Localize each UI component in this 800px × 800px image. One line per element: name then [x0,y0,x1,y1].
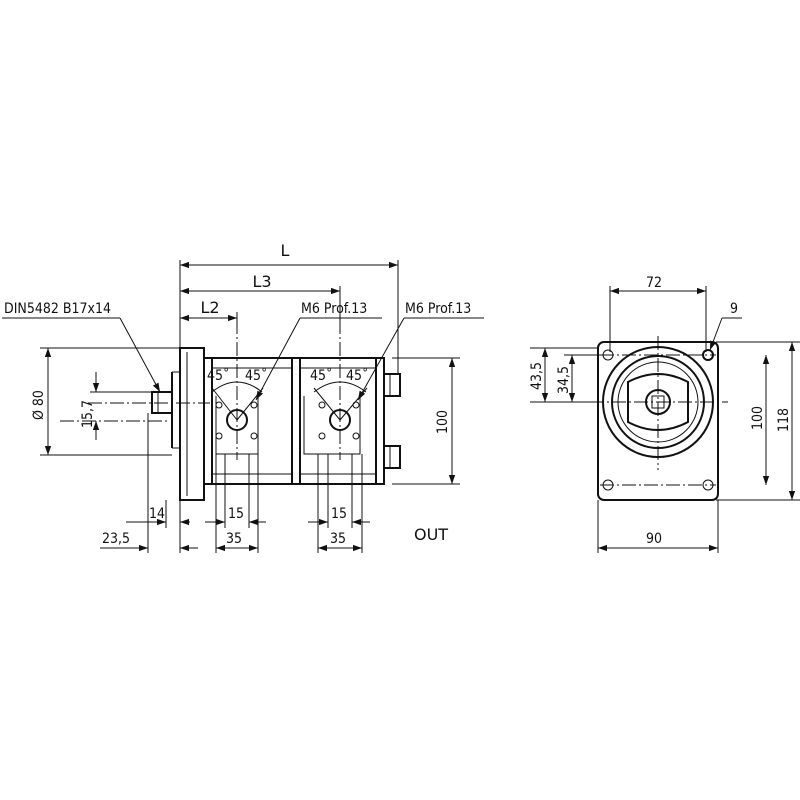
port-outer-left: 35 [226,531,242,547]
port-inner-right: 15 [331,506,347,522]
outlet-label: OUT [414,525,448,544]
angle-label-4: 45˚ [346,367,368,384]
bolt-spacing-top: 72 [646,275,662,291]
pump-body [204,357,385,485]
body-height: 100 [435,410,451,434]
shaft-offset: 15,7 [80,400,96,428]
flange-width: 90 [646,531,662,547]
angle-label-2: 45˚ [245,367,267,384]
shaft-spec: DIN5482 B17x14 [4,301,111,317]
angle-label-3: 45˚ [310,367,332,384]
inlet-port-left [211,320,264,460]
thread-note-right: M6 Prof.13 [405,301,471,317]
rear-bolt-bottom [383,445,401,469]
dim-L2: L2 [200,298,219,317]
dim-L: L [281,241,290,260]
port-inner-left: 15 [228,506,244,522]
dim-L3: L3 [252,272,271,291]
rear-bolt-top [383,373,401,397]
thread-note-left: M6 Prof.13 [301,301,367,317]
flange-offset: 23,5 [102,531,130,547]
shaft-length: 14 [149,506,165,522]
offset-a: 43,5 [529,362,545,390]
mounting-flange [179,347,205,501]
front-view: 72 9 43,5 34,5 100 118 90 [529,275,800,553]
flange-height: 118 [776,408,792,432]
side-view: L L3 L2 M6 Prof.13 M6 Prof.13 DIN5482 B1… [2,241,484,553]
bolt-spacing-vertical: 100 [750,406,766,430]
offset-b: 34,5 [556,366,572,394]
outlet-port-right [303,320,368,460]
drive-shaft [151,391,173,414]
pilot-diameter: Ø 80 [31,390,47,420]
hole-diameter: 9 [730,301,738,317]
angle-label-1: 45˚ [207,367,229,384]
port-outer-right: 35 [330,531,346,547]
